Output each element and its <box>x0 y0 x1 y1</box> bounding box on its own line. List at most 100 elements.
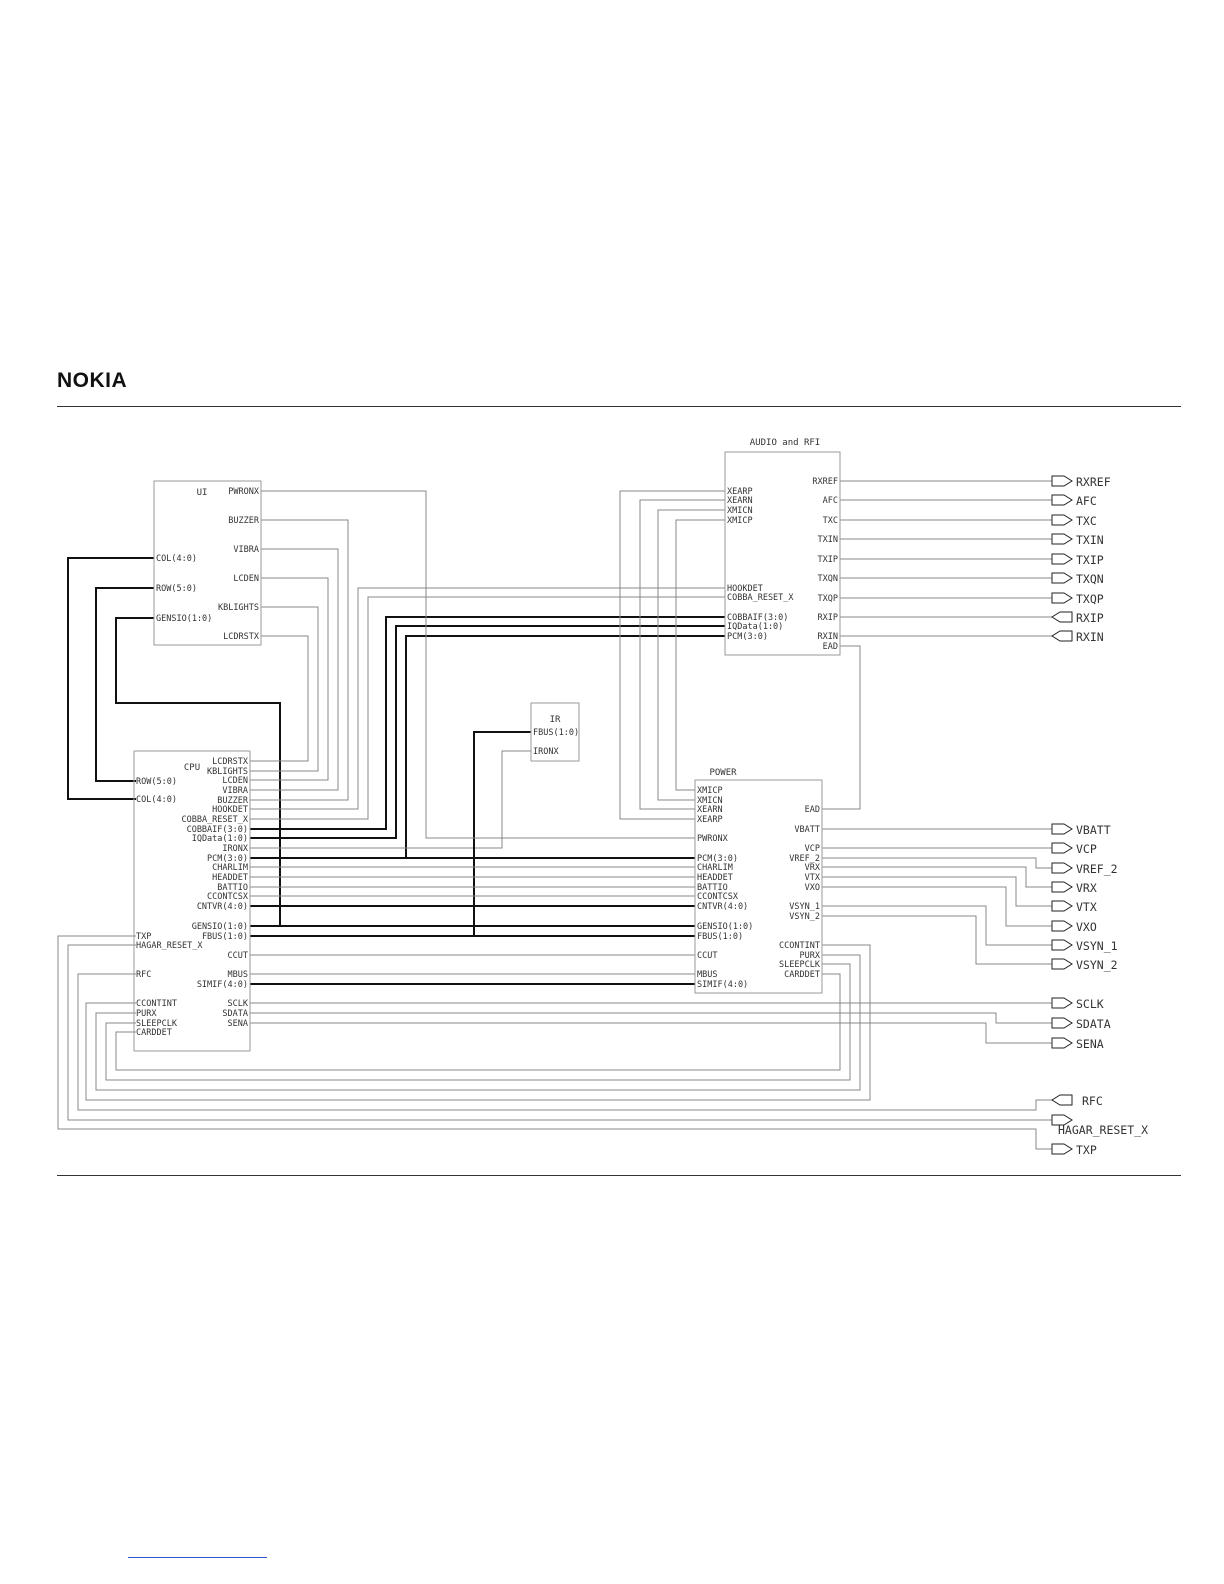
audio-pin-rxref: RXREF <box>812 477 838 487</box>
wire-4 <box>250 635 309 762</box>
wire-48 <box>822 905 1052 946</box>
port-label-rfc: RFC <box>1082 1094 1103 1108</box>
audio-pin-pcm-3-0: PCM(3:0) <box>727 632 768 642</box>
port-vxo: VXO <box>1051 920 1097 934</box>
cpu-pin-hagar-reset-x: HAGAR_RESET_X <box>136 941 203 951</box>
wire-55 <box>105 963 851 1081</box>
ui-block-title: UI <box>197 488 208 498</box>
port-vsyn-1: VSYN_1 <box>1051 939 1118 953</box>
audio-pin-rxin: RXIN <box>818 632 838 642</box>
block-ui: UICOL(4:0)ROW(5:0)GENSIO(1:0)PWRONXBUZZE… <box>153 480 262 646</box>
audio-pin-txqp: TXQP <box>818 594 838 604</box>
cpu-pin-mbus: MBUS <box>228 970 248 980</box>
port-label-txin: TXIN <box>1076 533 1104 547</box>
power-pin-ccontcsx: CCONTCSX <box>697 892 739 902</box>
cpu-pin-simif-4-0: SIMIF(4:0) <box>197 980 248 990</box>
wire-44 <box>822 857 1052 869</box>
blocks: UI COL(4:0) ROW(5:0) GENSIO(1:0) PWRONX BUZZE… <box>133 438 841 1052</box>
audio-pin-txin: TXIN <box>818 535 838 545</box>
port-sclk: SCLK <box>1051 997 1104 1011</box>
cpu-pin-sclk: SCLK <box>228 999 249 1009</box>
power-pin-xmicp: XMICP <box>697 786 723 796</box>
port-label-vref-2: VREF_2 <box>1076 862 1118 876</box>
cpu-pin-headdet: HEADDET <box>212 873 248 883</box>
audio-block-outline <box>724 451 841 656</box>
cpu-block-title: CPU <box>184 763 200 773</box>
ui-pin-pwronx: PWRONX <box>228 487 260 497</box>
port-label-rxref: RXREF <box>1076 475 1111 489</box>
audio-pin-cobba-reset-x: COBBA_RESET_X <box>727 593 794 603</box>
cpu-pin-kblights: KBLIGHTS <box>207 767 248 777</box>
cpu-pin-ccut: CCUT <box>228 951 248 961</box>
power-pin-xearp: XEARP <box>697 815 723 825</box>
wire-9 <box>250 587 725 810</box>
wire-10 <box>250 596 725 820</box>
ir-block-title: IR <box>550 715 561 725</box>
port-txip: TXIP <box>1051 553 1104 567</box>
audio-pin-hookdet: HOOKDET <box>727 584 763 594</box>
cpu-pin-col-4-0: COL(4:0) <box>136 795 177 805</box>
port-label-hagar-reset-x: HAGAR_RESET_X <box>1058 1123 1148 1137</box>
power-pin-ccontint: CCONTINT <box>779 941 820 951</box>
wire-13 <box>405 635 725 858</box>
wire-45 <box>822 866 1052 888</box>
ir-pin-fbus-1-0: FBUS(1:0) <box>533 728 579 738</box>
power-pin-ccut: CCUT <box>697 951 717 961</box>
cpu-pin-carddet: CARDDET <box>136 1028 172 1038</box>
port-vbatt: VBATT <box>1051 823 1111 837</box>
cpu-pin-row-5-0: ROW(5:0) <box>136 777 177 787</box>
port-label-vcp: VCP <box>1076 842 1097 856</box>
power-pin-vrx: VRX <box>805 863 821 873</box>
power-pin-purx: PURX <box>800 951 821 961</box>
block-audio: AUDIO and RFIXEARPXEARNXMICNXMICPHOOKDET… <box>724 438 841 656</box>
port-sdata: SDATA <box>1051 1017 1111 1031</box>
port-label-txip: TXIP <box>1076 553 1104 567</box>
cpu-pin-ccontint: CCONTINT <box>136 999 177 1009</box>
wire-28 <box>619 490 725 820</box>
ui-pin-vibra: VIBRA <box>233 545 259 555</box>
port-label-rxip: RXIP <box>1076 611 1104 625</box>
power-pin-vref-2: VREF_2 <box>789 854 820 864</box>
wire-8 <box>250 519 349 801</box>
wire-51 <box>250 1012 1052 1024</box>
port-txin: TXIN <box>1051 533 1104 547</box>
port-flag-icon <box>1051 572 1073 584</box>
cpu-pin-gensio-1-0: GENSIO(1:0) <box>192 922 248 932</box>
ir-pin-ironx: IRONX <box>533 747 559 757</box>
port-flag-icon <box>1051 900 1073 912</box>
wire-14 <box>250 750 531 849</box>
cpu-pin-sdata: SDATA <box>222 1009 248 1019</box>
port-rxip: RXIP <box>1051 611 1104 625</box>
port-sena: SENA <box>1051 1037 1104 1051</box>
port-flag-icon <box>1051 881 1073 893</box>
audio-pin-xmicp: XMICP <box>727 516 753 526</box>
cpu-pin-lcden: LCDEN <box>222 776 248 786</box>
audio-pin-txip: TXIP <box>818 555 838 565</box>
port-txp: TXP <box>1051 1143 1097 1157</box>
wires <box>57 480 1052 1150</box>
ui-block-outline <box>153 480 262 646</box>
cpu-pin-ironx: IRONX <box>222 844 248 854</box>
port-label-vsyn-1: VSYN_1 <box>1076 939 1118 953</box>
audio-pin-txc: TXC <box>823 516 838 526</box>
power-pin-vbatt: VBATT <box>794 825 820 835</box>
cpu-pin-battio: BATTIO <box>217 883 248 893</box>
port-label-txqn: TXQN <box>1076 572 1104 586</box>
power-block-title: POWER <box>709 768 737 778</box>
cpu-pin-sleepclk: SLEEPCLK <box>136 1019 178 1029</box>
port-label-vtx: VTX <box>1076 900 1097 914</box>
block-ir: IR FBUS(1:0) IRONX <box>530 702 580 762</box>
port-label-vsyn-2: VSYN_2 <box>1076 958 1118 972</box>
cpu-pin-txp: TXP <box>136 932 151 942</box>
power-pin-mbus: MBUS <box>697 970 717 980</box>
wire-31 <box>675 519 725 791</box>
power-pin-pcm-3-0: PCM(3:0) <box>697 854 738 864</box>
port-flag-icon <box>1051 475 1073 487</box>
audio-pin-xearp: XEARP <box>727 487 753 497</box>
cpu-pin-lcdrstx: LCDRSTX <box>212 757 249 767</box>
wire-6 <box>250 577 329 781</box>
audio-pin-xmicn: XMICN <box>727 506 753 516</box>
cpu-pin-buzzer: BUZZER <box>217 796 249 806</box>
port-flag-icon <box>1051 514 1073 526</box>
